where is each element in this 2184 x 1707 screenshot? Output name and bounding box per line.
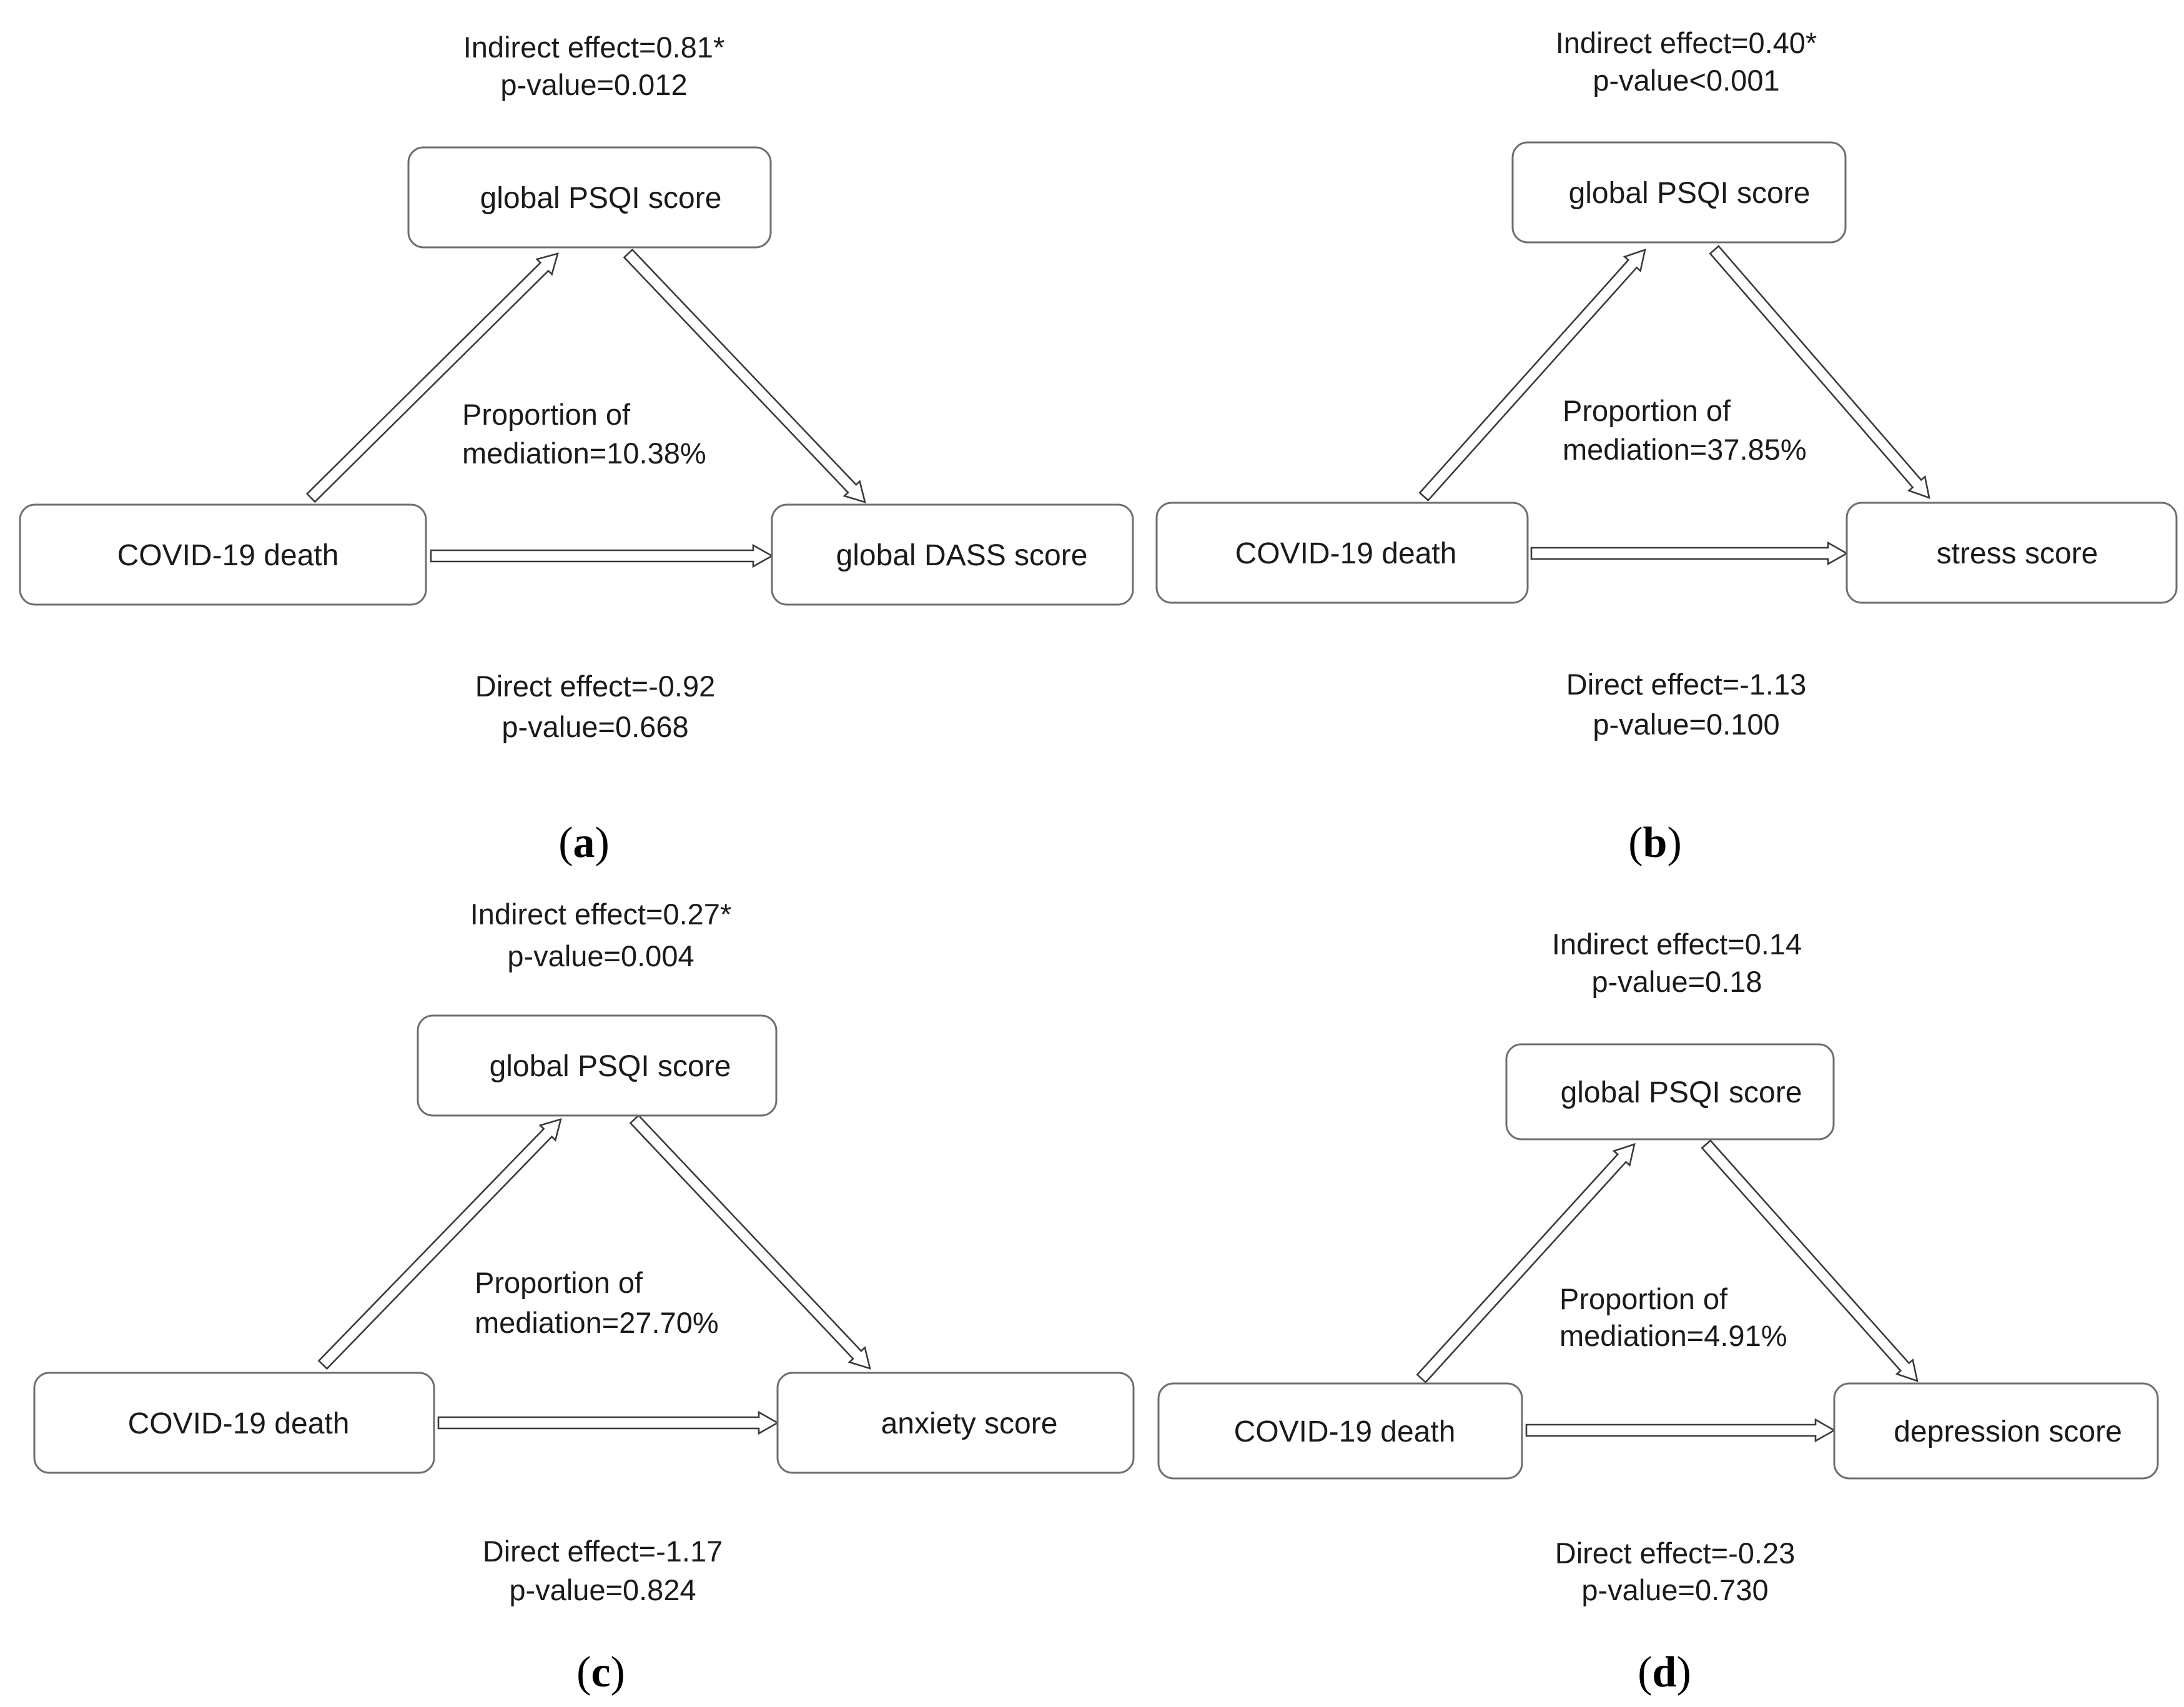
arrow-mediator-to-outcome <box>1701 1139 1919 1382</box>
outcome-box-label: global DASS score <box>836 539 1088 572</box>
indirect-p-value: p-value=0.012 <box>500 68 687 101</box>
direct-p-value: p-value=0.824 <box>509 1573 696 1606</box>
proportion-label: Proportion of <box>462 398 631 431</box>
proportion-label: Proportion of <box>1563 394 1731 427</box>
mediator-box: global PSQI score <box>407 146 772 249</box>
arrow-exposure-to-outcome <box>1525 1418 1836 1443</box>
panel-label: (a) <box>558 819 610 867</box>
exposure-box-label: COVID-19 death <box>117 539 339 572</box>
mediator-box: global PSQI score <box>1511 141 1847 244</box>
indirect-effect-label: Indirect effect=0.27* <box>470 898 732 931</box>
outcome-box: stress score <box>1846 502 2178 604</box>
outcome-box-label: depression score <box>1894 1415 2122 1448</box>
indirect-p-value: p-value<0.001 <box>1593 64 1779 97</box>
proportion-value: mediation=27.70% <box>475 1306 719 1339</box>
arrow-exposure-to-mediator <box>305 252 559 503</box>
exposure-box: COVID-19 death <box>1157 1382 1523 1480</box>
outcome-box: depression score <box>1833 1382 2159 1480</box>
arrow-exposure-to-mediator <box>317 1118 562 1370</box>
direct-effect-label: Direct effect=-1.13 <box>1566 668 1806 701</box>
direct-p-value: p-value=0.730 <box>1581 1573 1768 1606</box>
proportion-value: mediation=10.38% <box>462 437 706 470</box>
mediator-box-label: global PSQI score <box>1561 1076 1802 1109</box>
proportion-label: Proportion of <box>1559 1282 1728 1315</box>
arrow-exposure-to-outcome <box>430 543 774 568</box>
direct-p-value: p-value=0.100 <box>1593 708 1779 741</box>
panel-label: (c) <box>576 1648 625 1696</box>
arrow-exposure-to-mediator <box>1416 1143 1636 1383</box>
arrow-exposure-to-mediator <box>1418 249 1646 502</box>
outcome-box: anxiety score <box>776 1372 1135 1474</box>
mediator-box: global PSQI score <box>1505 1043 1835 1140</box>
exposure-box-label: COVID-19 death <box>128 1407 350 1440</box>
outcome-box-label: stress score <box>1937 537 2098 570</box>
arrow-mediator-to-outcome <box>629 1114 871 1370</box>
exposure-box-label: COVID-19 death <box>1235 537 1457 570</box>
exposure-box: COVID-19 death <box>19 503 427 606</box>
outcome-box: global DASS score <box>771 503 1134 606</box>
exposure-box: COVID-19 death <box>1155 502 1529 604</box>
direct-p-value: p-value=0.668 <box>502 710 688 743</box>
arrow-exposure-to-outcome <box>437 1410 779 1435</box>
arrow-mediator-to-outcome <box>1709 245 1930 499</box>
mediator-box: global PSQI score <box>417 1014 778 1117</box>
direct-effect-label: Direct effect=-0.23 <box>1555 1536 1795 1570</box>
direct-effect-label: Direct effect=-1.17 <box>483 1535 723 1568</box>
exposure-box-label: COVID-19 death <box>1234 1415 1456 1448</box>
direct-effect-label: Direct effect=-0.92 <box>475 670 715 703</box>
proportion-value: mediation=37.85% <box>1563 433 1807 466</box>
exposure-box: COVID-19 death <box>33 1372 435 1474</box>
mediator-box-label: global PSQI score <box>480 182 722 215</box>
panel-label: (d) <box>1638 1648 1691 1696</box>
mediator-box-label: global PSQI score <box>1569 177 1811 210</box>
indirect-p-value: p-value=0.18 <box>1591 965 1762 998</box>
mediator-box-label: global PSQI score <box>490 1050 731 1083</box>
indirect-effect-label: Indirect effect=0.14 <box>1552 928 1802 961</box>
indirect-p-value: p-value=0.004 <box>507 939 694 972</box>
indirect-effect-label: Indirect effect=0.40* <box>1556 26 1817 59</box>
panel-label: (b) <box>1628 819 1682 867</box>
outcome-box-label: anxiety score <box>881 1407 1058 1440</box>
indirect-effect-label: Indirect effect=0.81* <box>463 31 725 64</box>
arrow-exposure-to-outcome <box>1530 541 1849 566</box>
arrow-mediator-to-outcome <box>623 248 866 503</box>
proportion-value: mediation=4.91% <box>1559 1319 1787 1352</box>
proportion-label: Proportion of <box>475 1266 643 1299</box>
